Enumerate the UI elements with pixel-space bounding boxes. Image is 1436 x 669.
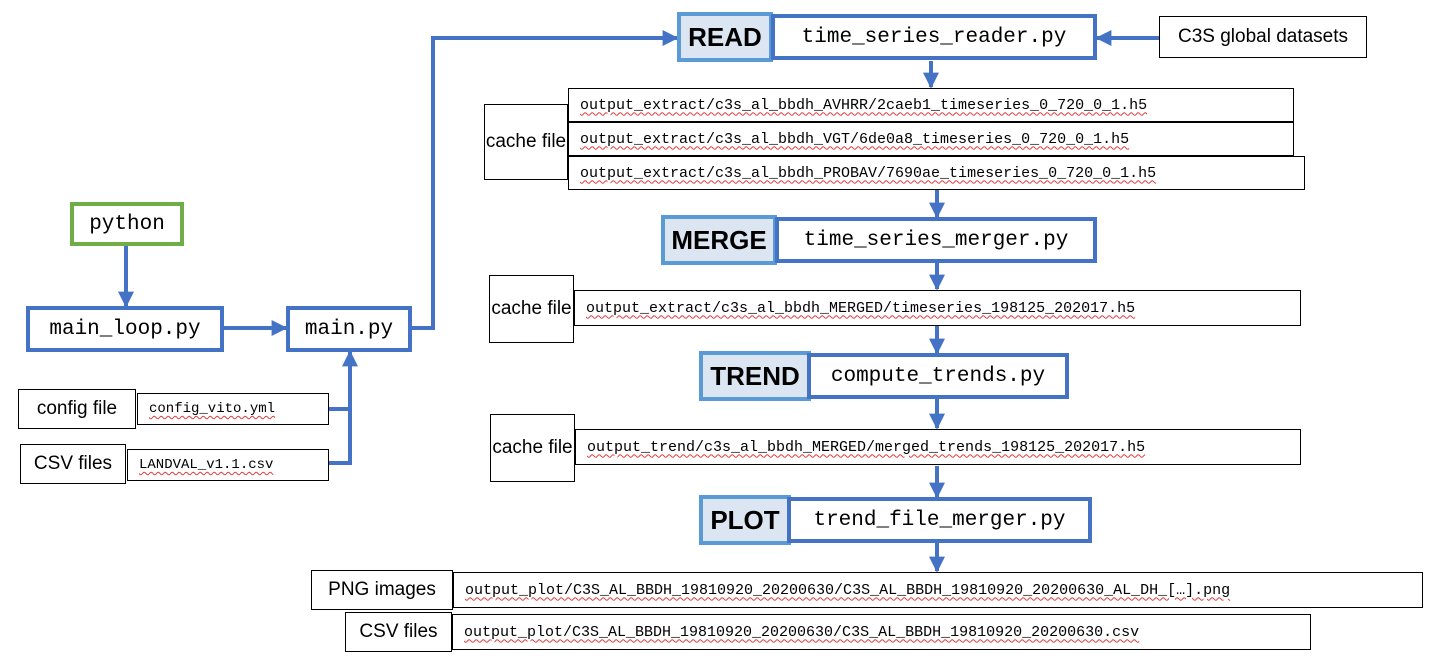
- trend-file-merger-box: trend_file_merger.py: [787, 497, 1092, 543]
- read-cache-file-probav: output_extract/c3s_al_bbdh_PROBAV/7690ae…: [568, 156, 1305, 190]
- config-file-box: config_vito.yml: [137, 393, 329, 425]
- read-cache-label: cache file: [484, 104, 568, 180]
- read-stage-label: READ: [677, 12, 773, 62]
- trend-cache-file: output_trend/c3s_al_bbdh_MERGED/merged_t…: [575, 429, 1301, 465]
- python-box: python: [70, 202, 184, 246]
- time-series-merger-box: time_series_merger.py: [775, 217, 1097, 263]
- main-loop-box: main_loop.py: [26, 306, 224, 352]
- csv-files-label: CSV files: [20, 444, 126, 484]
- png-output-file: output_plot/C3S_AL_BBDH_19810920_2020063…: [453, 572, 1423, 608]
- c3s-datasets-box: C3S global datasets: [1159, 16, 1367, 58]
- read-cache-file-vgt: output_extract/c3s_al_bbdh_VGT/6de0a8_ti…: [568, 122, 1294, 156]
- trend-stage-label: TREND: [699, 351, 811, 401]
- read-cache-file-avhrr: output_extract/c3s_al_bbdh_AVHRR/2caeb1_…: [568, 88, 1294, 122]
- time-series-reader-box: time_series_reader.py: [771, 14, 1097, 60]
- merge-cache-file: output_extract/c3s_al_bbdh_MERGED/timese…: [574, 290, 1301, 326]
- compute-trends-box: compute_trends.py: [807, 353, 1069, 399]
- csv-output-label: CSV files: [345, 612, 452, 652]
- csv-file-box: LANDVAL_v1.1.csv: [127, 449, 329, 481]
- plot-stage-label: PLOT: [699, 495, 791, 545]
- config-file-label: config file: [18, 389, 136, 429]
- merge-cache-label: cache file: [489, 275, 574, 343]
- main-box: main.py: [286, 306, 412, 352]
- trend-cache-label: cache file: [490, 414, 575, 482]
- merge-stage-label: MERGE: [661, 215, 777, 265]
- png-images-label: PNG images: [311, 570, 453, 610]
- csv-output-file: output_plot/C3S_AL_BBDH_19810920_2020063…: [452, 614, 1311, 650]
